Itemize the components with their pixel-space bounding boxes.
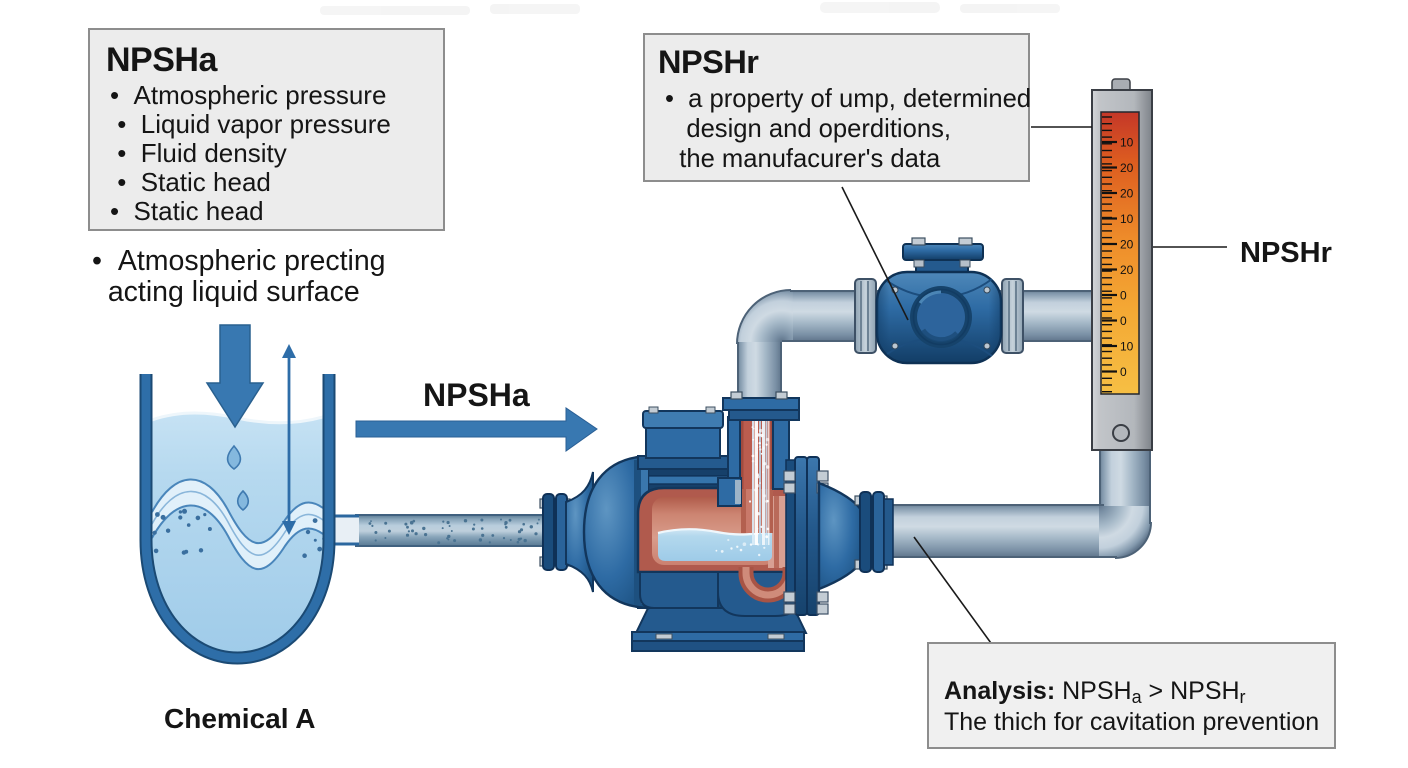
svg-text:10: 10 [1120,136,1134,150]
svg-text:20: 20 [1120,263,1134,277]
svg-text:20: 20 [1120,187,1134,201]
svg-text:20: 20 [1120,238,1134,252]
svg-text:10: 10 [1120,212,1134,226]
svg-text:20: 20 [1120,161,1134,175]
svg-text:0: 0 [1120,365,1127,379]
svg-text:0: 0 [1120,314,1127,328]
svg-text:0: 0 [1120,289,1127,303]
svg-text:10: 10 [1120,340,1134,354]
